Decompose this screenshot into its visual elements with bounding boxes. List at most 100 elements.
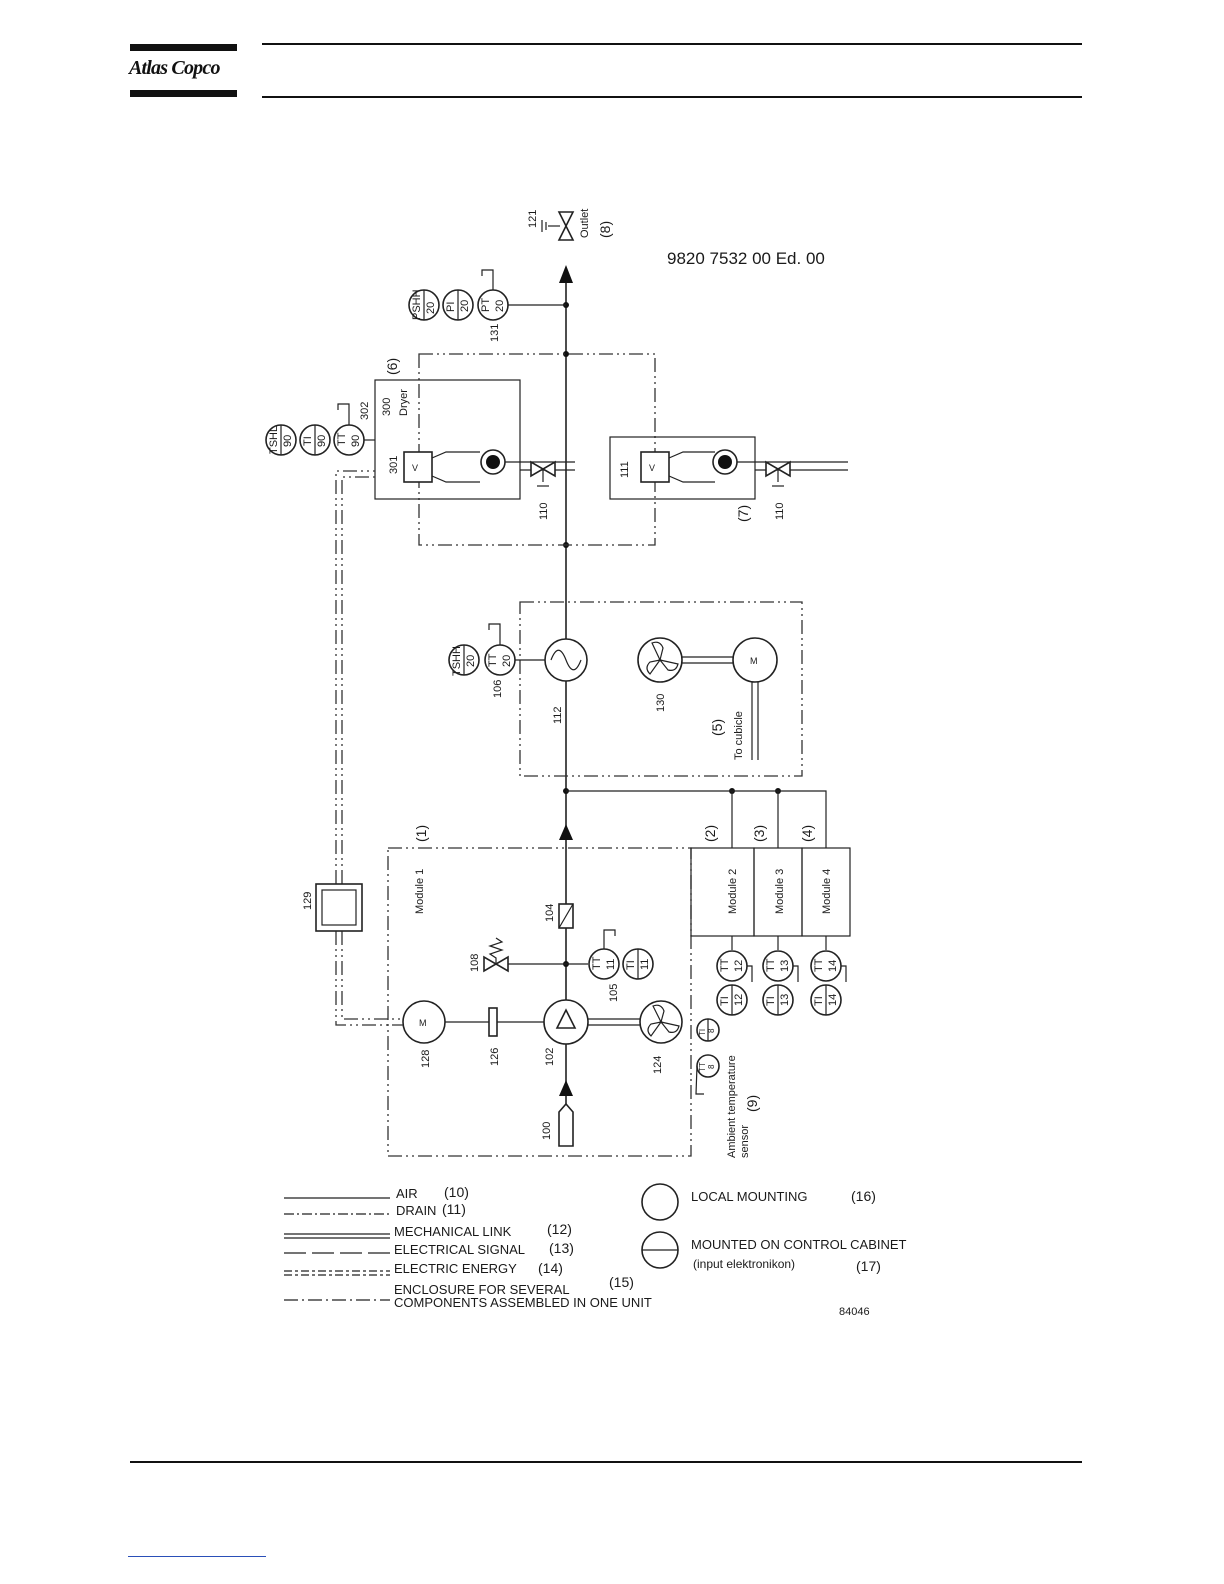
tt13-number: 13 [779, 960, 791, 972]
tt90-number: 90 [350, 435, 362, 447]
signal-arrow [841, 965, 847, 982]
legend-eenergy-num: (14) [538, 1260, 563, 1276]
ti11-code: TI [625, 960, 637, 970]
module-4-instruments: TT 14 TI 14 [810, 936, 842, 1016]
legend-air: AIR [396, 1186, 418, 1201]
cooler-enclosure [519, 601, 803, 777]
legend-esignal-num: (13) [549, 1240, 574, 1256]
legend-local-symbol [641, 1183, 679, 1221]
legend-local-num: (16) [851, 1188, 876, 1204]
ambient-label-2: sensor [739, 1125, 751, 1158]
tt13-code: TT [765, 958, 777, 972]
legend-drain-num: (11) [442, 1201, 466, 1217]
dryer-enclosure [418, 353, 656, 546]
legend-air-num: (10) [444, 1184, 469, 1200]
tag-106: 106 [492, 680, 504, 698]
signal-arrow [793, 965, 799, 982]
compressor-102 [543, 999, 589, 1045]
tag-124: 124 [652, 1056, 664, 1074]
legend-eenergy: ELECTRIC ENERGY [394, 1261, 517, 1276]
logo-wordmark: Atlas Copco [129, 57, 220, 79]
footer-link-underline[interactable] [128, 1556, 266, 1557]
legend-mech-num: (12) [547, 1221, 572, 1237]
tag-100: 100 [541, 1122, 553, 1140]
module-2-instruments: TT 12 TI 12 [716, 936, 748, 1016]
pshh-code: PSHH [411, 289, 423, 320]
ti90-number: 90 [316, 435, 328, 447]
legend-cabinet-sub: (input elektronikon) [693, 1257, 795, 1271]
legend-mech: MECHANICAL LINK [394, 1224, 512, 1239]
tshh-code: TSHH [451, 646, 463, 676]
tag-110-b: 110 [774, 502, 786, 520]
module-manifold [566, 790, 827, 848]
dryer-300-box [374, 379, 521, 500]
legend-cabinet: MOUNTED ON CONTROL CABINET [691, 1237, 907, 1252]
ti11-number: 11 [639, 959, 651, 970]
note-9: (9) [744, 1095, 760, 1112]
doc-number: 9820 7532 00 Ed. 00 [667, 249, 825, 268]
tag-108: 108 [469, 954, 481, 972]
tag-104: 104 [544, 904, 556, 922]
note-2: (2) [702, 825, 718, 842]
amb-ti-number: 8 [707, 1028, 716, 1033]
flow-arrow-inlet [559, 1080, 573, 1096]
tt11-code: TT [591, 956, 603, 970]
pt-code: PT [480, 298, 492, 312]
tag-102: 102 [544, 1048, 556, 1066]
to-cubicle-label: To cubicle [733, 711, 745, 760]
note-7: (7) [735, 505, 751, 522]
tt14-code: TT [813, 958, 825, 972]
module-1-temp-instruments: TT 11 TI 11 [588, 929, 654, 980]
tag-121: 121 [527, 210, 539, 228]
tt20-code: TT [487, 653, 499, 667]
tshh-number: 20 [465, 655, 477, 667]
module-2-label: Module 2 [727, 869, 739, 914]
cooling-fan-124 [639, 1000, 683, 1044]
tt20-number: 20 [501, 655, 513, 667]
legend-cabinet-num: (17) [856, 1258, 881, 1274]
tt14-number: 14 [827, 960, 839, 972]
dryer-111-box [609, 436, 756, 500]
footer-rule [130, 1461, 1082, 1463]
starter-129 [315, 883, 363, 932]
module-3-instruments: TT 13 TI 13 [762, 936, 794, 1016]
tshl-code: TSHL [268, 426, 280, 454]
tt12-code: TT [719, 958, 731, 972]
module-1-label: Module 1 [414, 869, 426, 914]
flow-arrow-module [559, 824, 573, 840]
note-6: (6) [384, 358, 400, 375]
ti12-number: 12 [733, 994, 745, 1006]
tag-302: 302 [359, 402, 371, 420]
header-rule-bottom [262, 96, 1082, 98]
outlet-label: Outlet [579, 209, 591, 238]
legend-drain: DRAIN [396, 1203, 436, 1218]
module-1-enclosure [387, 847, 692, 1157]
svg-text:V: V [649, 463, 655, 473]
drive-motor-128: M [402, 1000, 446, 1044]
module-3-label: Module 3 [774, 869, 786, 914]
flow-arrow-outlet [559, 265, 573, 283]
logo-bottom-bar [130, 90, 237, 97]
tag-112: 112 [552, 706, 564, 724]
legend-local: LOCAL MOUNTING [691, 1189, 808, 1204]
atlas-copco-logo: Atlas Copco [129, 44, 237, 98]
outlet-valve-121 [541, 211, 575, 241]
amb-tt-number: 8 [707, 1064, 716, 1069]
dryer-temp-instruments: TSHL 90 TI 90 TT 90 [265, 403, 375, 456]
note-4: (4) [799, 825, 815, 842]
ti14-number: 14 [827, 994, 839, 1006]
note-8: (8) [597, 221, 613, 238]
dryer-111-internals: V [640, 449, 848, 487]
ti13-number: 13 [779, 994, 791, 1006]
dryer-300-internals: V [403, 449, 575, 487]
tag-128: 128 [420, 1050, 432, 1068]
fan-motor: M [732, 637, 778, 683]
tt12-number: 12 [733, 960, 745, 972]
aftercooler-112 [544, 638, 588, 682]
tag-129: 129 [302, 892, 314, 910]
tt90-code: TT [336, 432, 348, 446]
coupling-126 [488, 1007, 498, 1037]
legend-enclosure-1: ENCLOSURE FOR SEVERAL [394, 1282, 570, 1297]
pi-number: 20 [459, 300, 471, 312]
